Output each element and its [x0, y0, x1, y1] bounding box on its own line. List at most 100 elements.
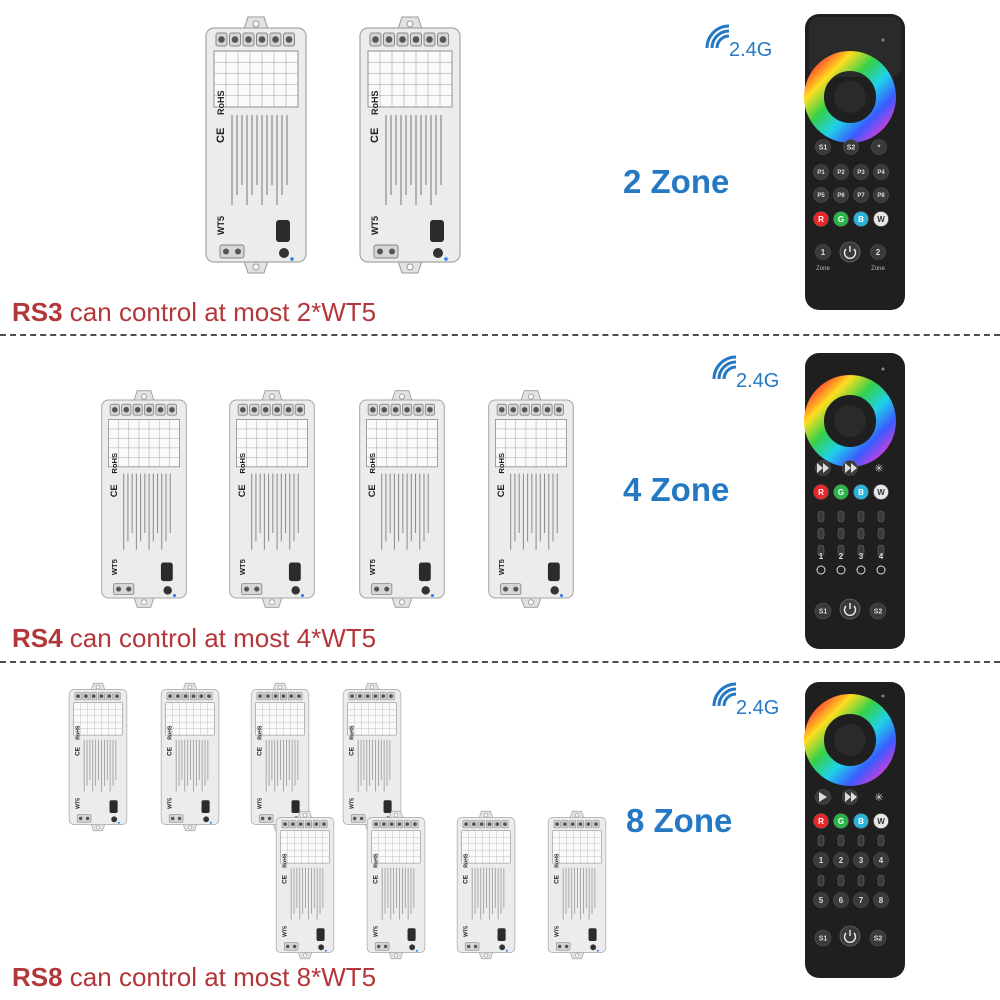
- terminal-screw: [260, 816, 265, 821]
- tuya-badge: [547, 562, 560, 582]
- wiring-table: [461, 830, 511, 864]
- remote-button-label: W: [877, 817, 885, 826]
- power-terminal: [374, 942, 390, 951]
- power-terminal: [283, 942, 299, 951]
- tuya-badge: [276, 220, 290, 242]
- terminal-screw: [533, 406, 539, 413]
- remote-button-label: P6: [837, 193, 845, 199]
- wiring-table: [213, 50, 299, 108]
- slider-key: [837, 874, 845, 887]
- model-label: WT5: [168, 798, 174, 809]
- wireless-label: 2.4G: [736, 697, 780, 719]
- remote-button: [813, 813, 829, 829]
- terminal-screw: [91, 694, 96, 699]
- wifi-signal-icon: [712, 355, 737, 380]
- power-terminal: [76, 814, 92, 823]
- terminal-screw: [218, 36, 225, 43]
- caption: RS8 can control at most 8*WT5: [12, 962, 376, 993]
- tuya-badge: [109, 800, 118, 813]
- remote-button: [873, 187, 889, 203]
- terminal-screw: [112, 406, 118, 413]
- model-label: WT5: [350, 798, 356, 809]
- terminal-screw: [168, 694, 172, 699]
- color-wheel[interactable]: [804, 51, 896, 143]
- terminal-screw: [373, 694, 378, 699]
- remote-button-label: P4: [877, 170, 885, 176]
- wiring-table: [280, 830, 330, 864]
- mount-hole: [406, 20, 414, 28]
- wiring-table: [366, 419, 438, 468]
- slider-key: [857, 527, 865, 540]
- remote-button: [853, 813, 869, 829]
- terminal-screw: [555, 822, 559, 827]
- terminal-screw: [392, 406, 399, 413]
- color-wheel[interactable]: [804, 694, 896, 786]
- mount-hole: [187, 825, 193, 830]
- remote-button: [871, 139, 887, 155]
- terminal-screw: [274, 406, 280, 413]
- brightness-icon: ✳: [874, 462, 883, 475]
- model-label: WT5: [76, 798, 82, 809]
- terminal-screw: [76, 694, 80, 699]
- remote-button-label: B: [858, 215, 864, 224]
- wiring-table: [367, 50, 453, 108]
- ce-mark: CE: [215, 128, 227, 143]
- terminal-screw: [292, 944, 297, 949]
- slider-key: [857, 544, 865, 557]
- terminal-screw: [231, 36, 239, 43]
- terminal-screw: [495, 822, 500, 827]
- terminal-screw: [297, 694, 301, 699]
- reset-button: [318, 944, 325, 951]
- terminal-screw: [262, 406, 269, 413]
- slider-key: [817, 834, 825, 847]
- terminal-screw: [557, 944, 562, 949]
- remote-button-label: R: [818, 817, 824, 826]
- terminal-screw: [372, 36, 379, 43]
- model-label: WT5: [216, 216, 226, 235]
- power-icon: [843, 246, 857, 259]
- remote-button-label: R: [818, 488, 824, 497]
- terminal-screw: [244, 586, 250, 592]
- terminal-screw: [562, 822, 567, 827]
- remote-button: [833, 484, 849, 500]
- status-led: [430, 593, 434, 597]
- reset-button: [421, 586, 430, 595]
- remote-button: [853, 892, 869, 908]
- remote-button: [853, 852, 869, 868]
- wiring-table: [552, 830, 602, 864]
- remote-button-label: G: [838, 488, 844, 497]
- power-terminal: [241, 583, 263, 596]
- wiring-table: [347, 702, 397, 736]
- rohs-mark: RoHS: [350, 725, 356, 740]
- power-terminal: [555, 942, 571, 951]
- power-icon: [843, 603, 857, 616]
- mount-hole: [302, 953, 308, 958]
- power-terminal: [350, 814, 366, 823]
- slider-key: [877, 527, 885, 540]
- mount-hole: [277, 685, 283, 690]
- zone-label: 2 Zone: [623, 163, 730, 200]
- model-label: WT5: [370, 216, 380, 235]
- mount-hole: [252, 263, 260, 271]
- terminal-screw: [99, 694, 104, 699]
- terminal-screw: [207, 694, 211, 699]
- terminal-screw: [374, 822, 378, 827]
- slider-key: [817, 510, 825, 523]
- remote-button: [833, 852, 849, 868]
- ce-mark: CE: [75, 747, 82, 756]
- remote-button: [873, 813, 889, 829]
- color-wheel[interactable]: [804, 375, 896, 467]
- remote-button: [833, 187, 849, 203]
- remote-button-label: P2: [837, 170, 845, 176]
